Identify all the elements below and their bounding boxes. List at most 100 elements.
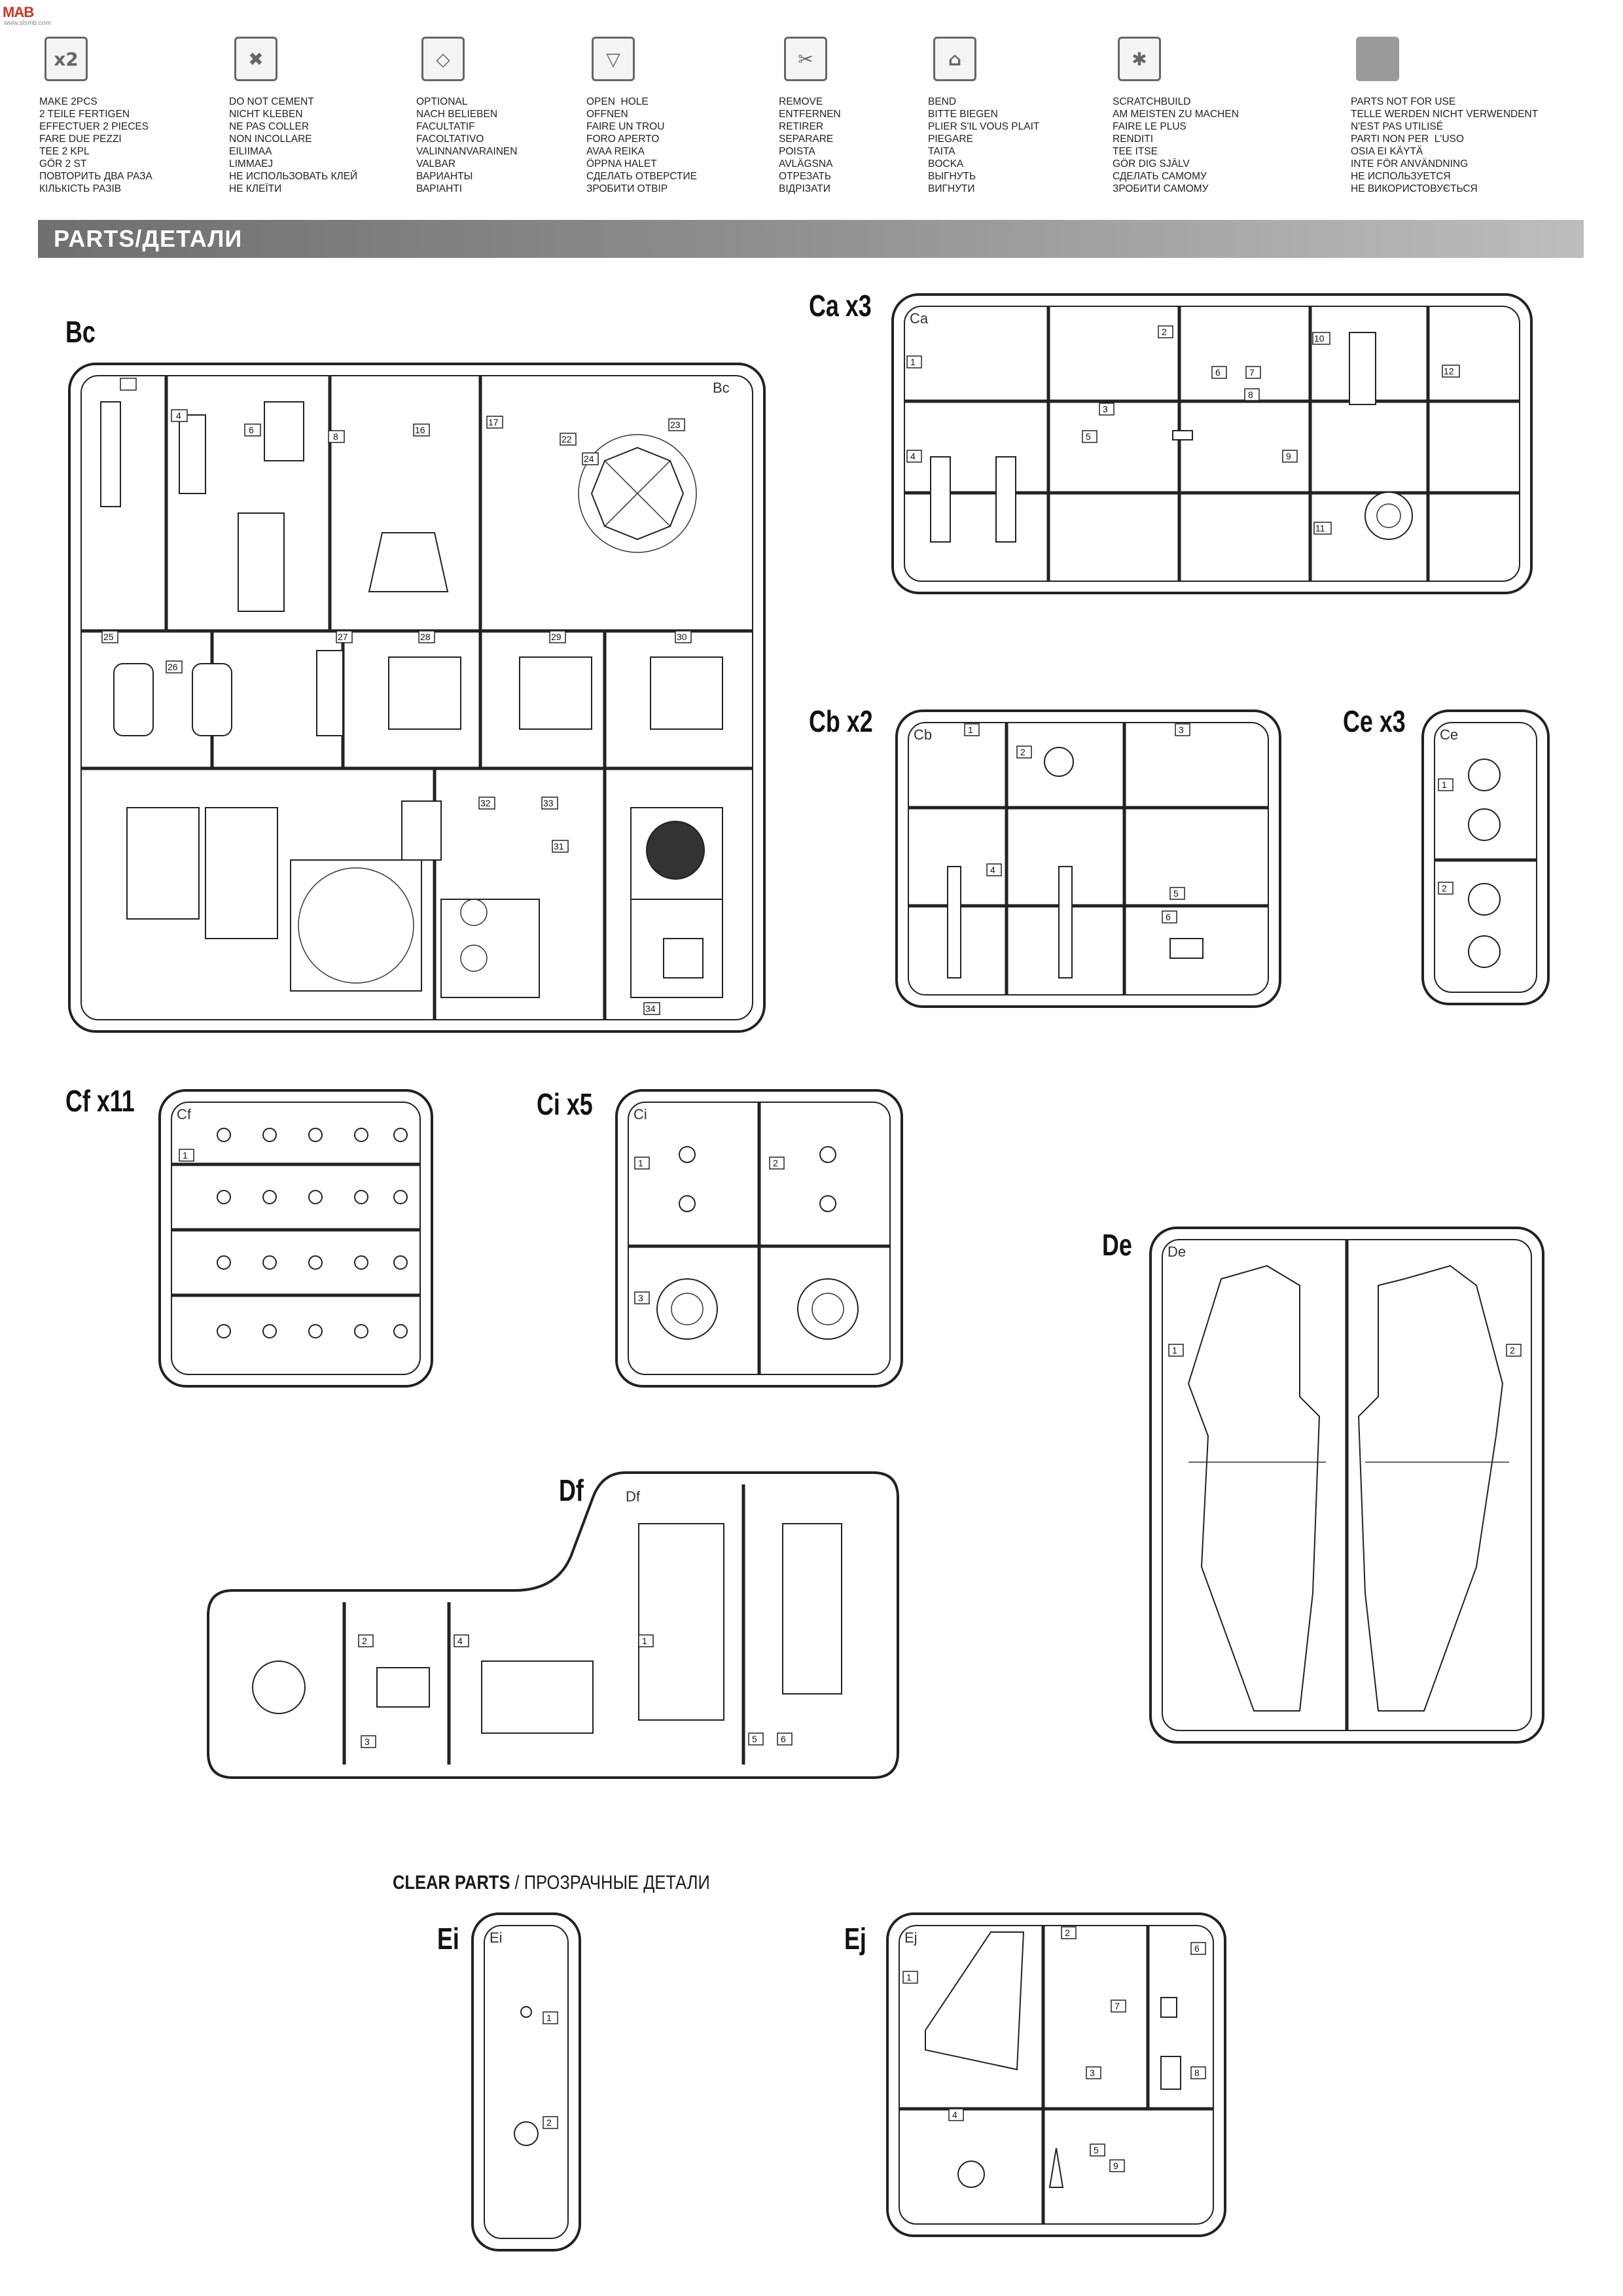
svg-text:4: 4 [990,865,995,875]
svg-text:29: 29 [551,632,562,642]
svg-text:25: 25 [103,632,114,642]
svg-text:4: 4 [457,1636,463,1646]
svg-text:1: 1 [1172,1345,1177,1355]
brand-url: www.slsmb.com [4,20,51,27]
sprue-id: Ci [633,1106,647,1122]
sprue-ei: Ei 1 2 [471,1912,581,2251]
sprue-cb: Cb 1 2 3 4 5 6 [895,709,1281,1008]
svg-text:3: 3 [638,1293,643,1303]
sprue-cf: Cf 1 [158,1089,433,1388]
svg-text:2: 2 [1510,1345,1515,1355]
svg-text:1: 1 [1442,780,1447,790]
sprue-label-df: Df [559,1473,584,1507]
svg-text:4: 4 [176,410,181,421]
svg-text:8: 8 [1248,389,1253,400]
svg-text:17: 17 [488,417,499,427]
sprue-label-de: De [1102,1228,1132,1262]
svg-text:1: 1 [642,1636,647,1646]
svg-text:2: 2 [1442,883,1447,893]
svg-text:1: 1 [906,1972,912,1982]
sprue-id: Cb [914,726,932,743]
svg-text:5: 5 [752,1734,757,1744]
sprue-id: Df [626,1488,641,1505]
sprue-ca: Ca 1 2 3 4 5 6 7 8 9 10 11 12 [891,293,1533,594]
sprue-ci: Ci 1 2 3 [615,1089,903,1388]
sprue-id: Bc [713,380,730,396]
svg-text:2: 2 [1065,1928,1070,1938]
sprue-label-ci: Ci x5 [537,1087,593,1121]
svg-text:7: 7 [1115,2001,1120,2011]
svg-text:2: 2 [362,1636,367,1646]
svg-text:2: 2 [546,2117,552,2128]
svg-text:30: 30 [677,632,687,642]
svg-text:3: 3 [365,1736,370,1747]
sprue-ej: Ej 1 2 3 4 5 6 7 8 9 [886,1912,1226,2237]
part-tag-row: 4 6 8 16 17 22 23 24 25 26 27 28 29 30 3… [101,409,692,1015]
svg-text:6: 6 [1166,912,1171,922]
sprue-label-cf: Cf x11 [65,1084,135,1118]
svg-text:1: 1 [910,357,916,367]
svg-text:22: 22 [562,434,572,444]
sprue-label-cb: Cb x2 [809,704,873,738]
svg-text:8: 8 [333,431,338,442]
svg-text:5: 5 [1086,431,1091,442]
svg-text:31: 31 [554,841,564,852]
svg-text:16: 16 [415,425,425,435]
bend-icon: ⌂ [933,37,976,81]
svg-text:1: 1 [968,725,973,735]
svg-text:1: 1 [546,2013,552,2023]
svg-text:3: 3 [1179,725,1184,735]
open-hole-icon: ▽ [592,37,635,81]
svg-text:34: 34 [645,1003,656,1014]
svg-text:32: 32 [480,798,491,808]
sprue-bc: Bc 4 6 8 16 17 22 23 24 25 26 27 28 29 3… [68,363,766,1033]
remove-icon: ✂ [784,37,827,81]
sprue-id: Ca [910,310,929,327]
svg-text:9: 9 [1286,451,1291,461]
svg-text:9: 9 [1113,2161,1118,2171]
make-two-icon: x2 [45,37,88,81]
svg-text:6: 6 [249,425,254,435]
sprue-label-ce: Ce x3 [1343,704,1406,738]
svg-text:2: 2 [1020,747,1026,757]
sprue-label-bc: Bc [65,315,96,349]
svg-text:28: 28 [420,632,431,642]
svg-text:12: 12 [1444,366,1454,376]
sprue-label-ej: Ej [844,1922,866,1956]
no-glue-icon: ✖ [234,37,277,81]
svg-text:1: 1 [183,1150,188,1160]
sprue-df: Df 2 3 4 5 6 1 [207,1471,899,1779]
svg-text:11: 11 [1315,523,1325,533]
svg-text:24: 24 [584,454,594,464]
not-for-use-icon [1356,37,1399,81]
sprue-label-ei: Ei [437,1922,459,1956]
svg-text:3: 3 [1103,404,1108,414]
svg-text:2: 2 [773,1158,778,1168]
sprue-id: Ej [904,1929,918,1946]
sprue-ce: Ce 1 2 [1421,709,1550,1005]
svg-text:4: 4 [952,2109,957,2120]
svg-text:2: 2 [1162,327,1167,337]
svg-text:1: 1 [638,1158,643,1168]
svg-text:4: 4 [910,451,916,461]
scratchbuild-icon: ✱ [1118,37,1161,81]
sprue-id: Ei [490,1929,503,1946]
sprue-id: Cf [177,1106,192,1122]
brand-logo: MAB [3,4,34,20]
optional-icon: ◇ [421,37,465,81]
